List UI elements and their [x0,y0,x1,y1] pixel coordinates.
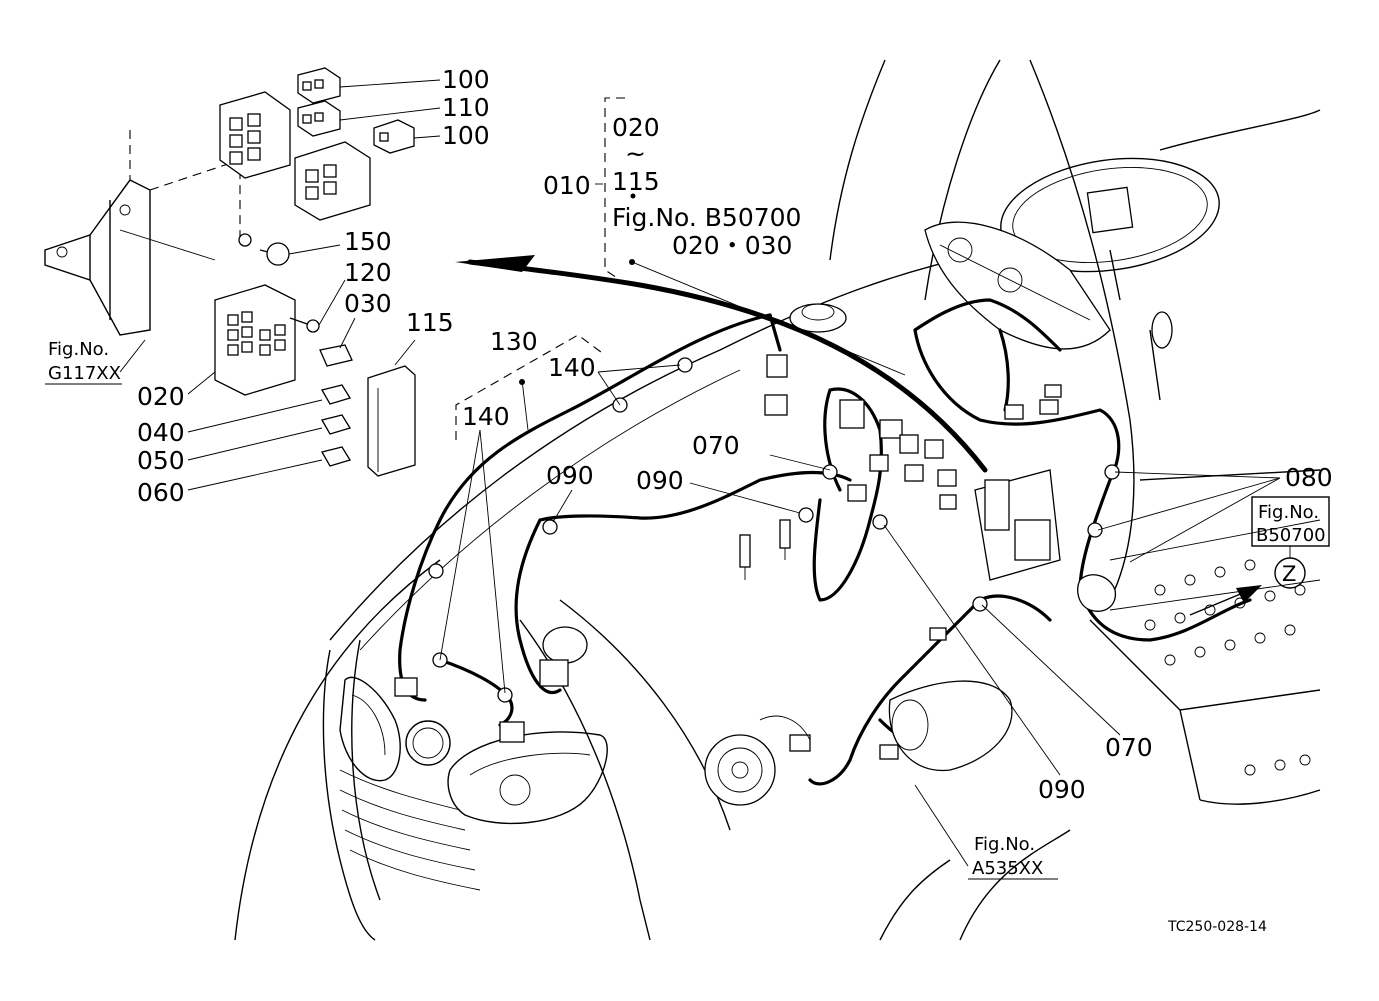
bolt-150 [238,233,290,266]
view-z-letter: Z [1282,562,1296,586]
label-090-center: 090 [636,466,684,495]
label-150: 150 [344,227,392,256]
label-115: 115 [406,308,454,337]
label-090-left: 090 [546,461,594,490]
screw-120 [289,317,320,333]
fuse-box-020 [214,284,296,396]
alternator [704,715,811,806]
fuel-cap [789,303,847,333]
label-080: 080 [1285,463,1333,492]
label-100-right: 100 [442,121,490,150]
label-070-upper: 070 [692,431,740,460]
ref-a535-line1: Fig.No. [974,834,1035,855]
drawing-code: TC250-028-14 [1167,919,1267,935]
ref-b50700-main-line2: 020・030 [672,231,792,260]
instrument-panel [924,221,1111,350]
connector-housing-right [294,141,371,221]
ref-a535-line2: A535XX [972,858,1043,879]
fuse-050 [321,414,351,435]
label-070-lower: 070 [1105,733,1153,762]
label-040: 040 [137,418,185,447]
relay-panel [974,469,1061,581]
starter-motor [888,680,1013,772]
leader-lines [119,79,1291,867]
harness-link-arrow [455,255,988,473]
ref-g117-line1: Fig.No. [48,339,109,360]
label-050: 050 [137,446,185,475]
label-090-lower: 090 [1038,775,1086,804]
connector-100-top [297,67,341,104]
ref-b50700-box-line2: B50700 [1256,525,1326,546]
connector-110 [297,100,341,137]
label-020: 020 [137,382,185,411]
label-130: 130 [490,327,538,356]
ref-b50700-box [1251,496,1330,547]
figure-reference-labels: Fig.No. G117XX Fig.No. B50700 020・030 Fi… [45,203,1330,880]
harness-connectors [394,354,1062,760]
tractor-body-outline [234,59,1321,941]
view-z-arrow [1189,585,1262,616]
view-z-circle [1274,557,1306,589]
label-range-tilde: ~ [625,139,646,168]
label-010: 010 [543,171,591,200]
ref-g117-line2: G117XX [48,363,121,384]
group-brackets [455,97,636,440]
label-range-start: 020 [612,113,660,142]
label-110: 110 [442,93,490,122]
gear-lever [1149,311,1173,401]
battery-terminal [1077,574,1117,612]
headlight-right [447,731,608,825]
fuse-040 [321,384,351,405]
sensor-probes [739,519,791,580]
ref-b50700-main-line1: Fig.No. B50700 [612,203,801,232]
front-emblem [405,720,451,766]
main-wiring-harness [398,298,1252,786]
fuse-060 [321,446,351,467]
horn-assembly [539,626,588,687]
label-140-upper: 140 [548,353,596,382]
fuse-cover-115 [367,365,416,477]
label-030: 030 [344,289,392,318]
harness-clamps [428,357,1120,703]
label-120: 120 [344,258,392,287]
ref-b50700-box-line1: Fig.No. [1258,502,1319,523]
mounting-bracket [44,130,241,336]
label-060: 060 [137,478,185,507]
connector-housing-left [219,91,291,179]
connector-100-right [373,119,415,154]
fuse-puller-030 [319,344,353,367]
label-140-lower: 140 [462,402,510,431]
label-range-end: 115 [612,167,660,196]
part-number-labels: 100 110 100 150 120 030 115 020 040 050 … [137,65,1333,804]
headlight-left [339,676,401,782]
front-grille [339,769,481,891]
label-100-top: 100 [442,65,490,94]
